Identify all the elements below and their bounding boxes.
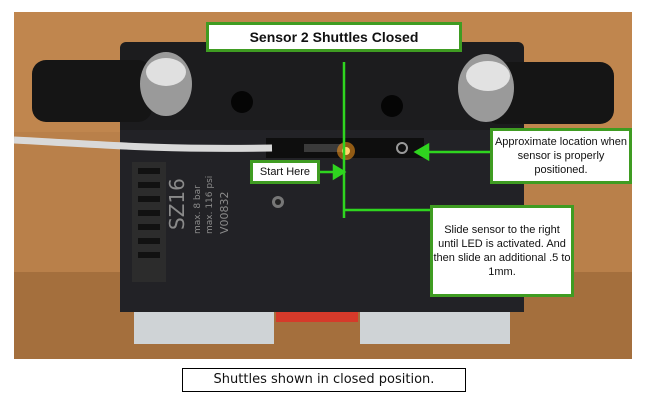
title-callout: Sensor 2 Shuttles Closed	[206, 22, 462, 52]
start-text: Start Here	[259, 166, 311, 178]
device-illustration: SZ16 max. 8 bar max. 116 psi V00832	[14, 12, 632, 359]
part-number-label: V00832	[218, 191, 231, 234]
location-text: Approximate location when sensor is prop…	[494, 136, 628, 176]
pressure-bar-label: max. 8 bar	[193, 185, 203, 234]
title-text: Sensor 2 Shuttles Closed	[249, 29, 419, 45]
fitting-right	[484, 62, 614, 124]
start-callout: Start Here	[250, 160, 320, 184]
sensor-cable	[14, 136, 273, 152]
start-arrowhead	[332, 163, 347, 181]
location-arrowhead	[413, 142, 430, 162]
slide-text: Slide sensor to the right until LED is a…	[433, 224, 571, 278]
fitting-left	[32, 60, 152, 122]
model-label: SZ16	[165, 178, 189, 230]
device-photo: SZ16 max. 8 bar max. 116 psi V00832	[14, 12, 632, 359]
pressure-psi-label: max. 116 psi	[205, 176, 215, 234]
location-callout: Approximate location when sensor is prop…	[490, 128, 632, 184]
slide-callout: Slide sensor to the right until LED is a…	[430, 205, 574, 297]
caption: Shuttles shown in closed position.	[182, 368, 466, 392]
